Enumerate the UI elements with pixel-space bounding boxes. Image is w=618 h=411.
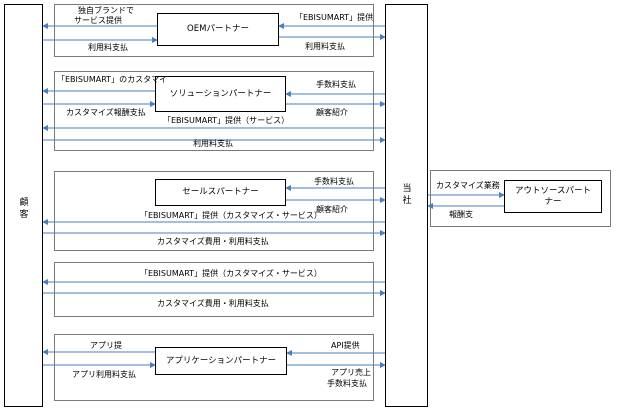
sol-right-bottom-label: 顧客紹介 [316,108,348,117]
oem-left-top-label-1: 独自ブランドで [78,6,134,15]
sales-pay-label: カスタマイズ費用・利用料支払 [157,237,269,246]
solution-partner-label: ソリューションパートナー [169,88,272,99]
sol-left-bottom-label: カスタマイズ報酬支払 [66,108,146,117]
app-left-top-label: アプリ提 [90,341,122,350]
app-partner-label: アプリケーションパートナー [165,355,277,366]
sales-right-bottom-label: 顧客紹介 [316,205,348,214]
customer-label: 顧客 [19,198,29,220]
app-right-bottom-label-2: 手数料支払 [327,379,367,388]
company-box: 当社 [385,4,428,407]
sales-provide-label: 「EBISUMART」提供（カスタマイズ・サービス） [140,211,322,220]
direct-provide-label: 「EBISUMART」提供（カスタマイズ・サービス） [140,269,322,278]
oem-right-bottom-label: 利用料支払 [305,42,345,51]
sales-partner-label: セールスパートナー [182,187,259,197]
company-label: 当社 [402,184,412,206]
out-top-label: カスタマイズ業務 [436,181,500,190]
out-bottom-label: 報酬支 [449,210,473,219]
sol-pay-label: 利用料支払 [193,139,233,148]
oem-left-bottom-label: 利用料支払 [88,43,128,52]
oem-partner-label: OEMパートナー [187,24,249,34]
sol-right-top-label: 手数料支払 [316,80,356,89]
app-partner-box: アプリケーションパートナー [155,347,287,375]
direct-pay-label: カスタマイズ費用・利用料支払 [157,299,269,308]
sol-left-top-label: 「EBISUMART」のカスタマイ [57,75,168,84]
app-left-bottom-label: アプリ利用料支払 [72,370,136,379]
oem-right-top-label: 「EBISUMART」提供 [295,13,374,22]
app-right-top-label: API提供 [331,341,360,350]
direct-group [54,262,374,317]
outsource-partner-label: アウトソースパートナー [514,185,592,207]
outsource-partner-box: アウトソースパートナー [504,180,602,213]
oem-partner-box: OEMパートナー [157,13,279,46]
customer-box: 顧客 [4,4,43,407]
sales-partner-box: セールスパートナー [155,179,286,206]
oem-left-top-label-2: サービス提供 [74,16,122,25]
solution-partner-box: ソリューションパートナー [155,76,286,112]
app-right-bottom-label-1: アプリ売上 [331,368,371,377]
sol-provide-label: 「EBISUMART」提供（サービス） [163,116,290,125]
sales-right-top-label: 手数料支払 [314,177,354,186]
